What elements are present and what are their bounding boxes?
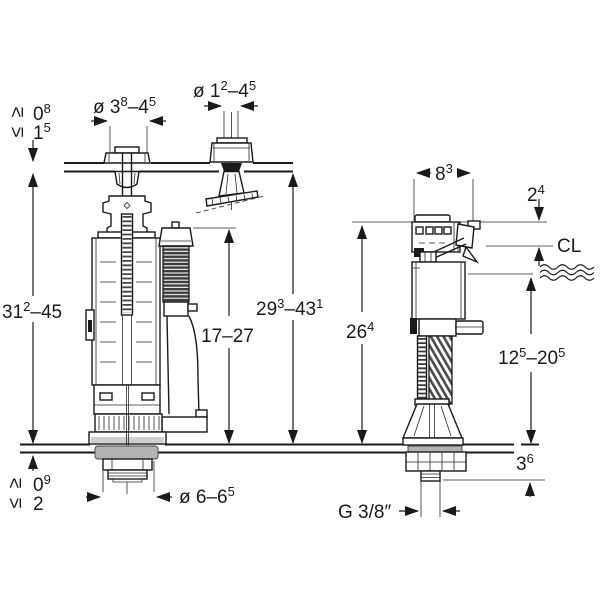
dim-overflow-height: 17–27	[201, 326, 254, 347]
dim-lid-thickness-max-value: 15	[33, 120, 51, 144]
dim-fill-head-width: 83	[435, 161, 453, 185]
cistern-bottom-section	[20, 443, 539, 454]
flush-valve-outlet	[94, 445, 159, 494]
fill-valve-head	[411, 214, 481, 264]
fill-valve-body	[410, 261, 484, 337]
dim-ceramic-thickness-min-value: 09	[33, 472, 51, 496]
dim-ceramic-thickness-min-symbol: ≥	[5, 478, 26, 488]
dim-fill-lid-hole-diameter: ø 12–45	[193, 78, 256, 102]
outlet-gasket	[94, 445, 159, 460]
dim-bottom-hole-diameter: ø 6–65	[179, 484, 235, 508]
overflow-pipe	[166, 315, 200, 415]
dim-shank-below-tank: 36	[516, 451, 534, 475]
flush-valve-base	[88, 384, 208, 470]
fill-valve-supply-connection	[405, 445, 467, 482]
dim-lid-thickness-min-symbol: ≥	[7, 107, 28, 117]
dim-lid-thickness-min-value: 08	[33, 101, 51, 125]
fill-valve-base-cone	[401, 398, 464, 446]
dim-under-lid-height: 293–431	[256, 296, 323, 320]
flush-valve-figure	[85, 146, 208, 494]
bellows-corrugation	[162, 245, 190, 303]
fill-valve-figure	[401, 214, 484, 482]
tilt-dashed-line	[195, 195, 265, 214]
dim-head-to-waterline: 24	[527, 182, 545, 206]
dim-supply-thread: G 3/8″	[338, 502, 391, 523]
fill-valve-lid-shank	[195, 112, 265, 214]
dim-ceramic-thickness-max-value: 2	[33, 494, 44, 515]
dim-lid-thickness-max-symbol: ≤	[7, 127, 28, 137]
dimension-labels: ≥ 08 ≤ 15 ø 38–45 ø 12–45 312–45 17–27 2…	[2, 78, 581, 523]
lid-seal	[221, 163, 242, 172]
overflow-bellows	[158, 221, 200, 415]
dim-lid-thickness: ≥ 08 ≤ 15	[7, 101, 51, 144]
supply-gasket	[407, 445, 463, 453]
dim-ceramic-thickness: ≥ 09 ≤ 2	[5, 472, 51, 515]
water-level-wave-icon	[539, 264, 595, 281]
dim-waterline-height: 125–205	[498, 345, 565, 369]
supply-thread-stub	[420, 470, 441, 482]
dim-total-height: 312–45	[2, 299, 62, 323]
centerline-label: CL	[557, 236, 581, 257]
threaded-shank	[428, 335, 453, 405]
lever-pivot	[414, 248, 424, 257]
supply-nut	[405, 451, 467, 472]
outlet-nut	[102, 458, 153, 471]
dim-fill-valve-height: 264	[346, 319, 374, 343]
flush-valve-body	[85, 213, 161, 386]
cistern-lid-section	[64, 162, 293, 173]
dim-flush-lid-hole-diameter: ø 38–45	[93, 94, 156, 118]
dim-ceramic-thickness-max-symbol: ≤	[5, 498, 26, 508]
